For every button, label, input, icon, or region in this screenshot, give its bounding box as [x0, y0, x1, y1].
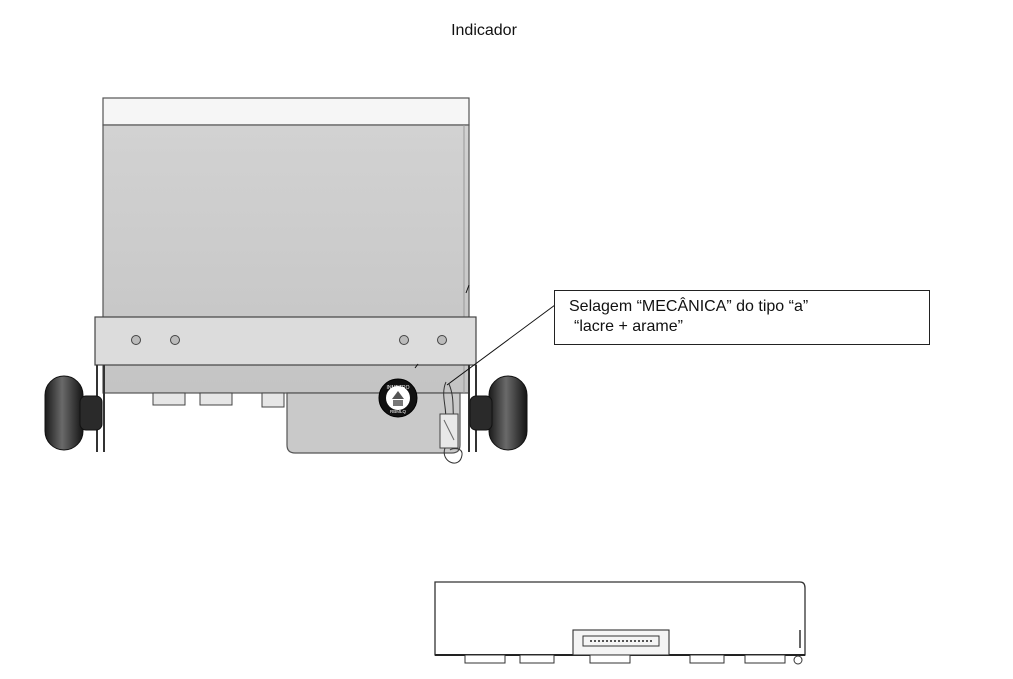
sealing-callout-box: Selagem “MECÂNICA” do tipo “a” “lacre + … — [554, 290, 930, 345]
lower-cover-plate — [286, 392, 461, 454]
callout-line-2: “lacre + arame” — [574, 318, 683, 335]
page-title: Indicador — [451, 22, 517, 39]
wire-and-lead-seal — [439, 381, 463, 464]
callout-line-1: Selagem “MECÂNICA” do tipo “a” — [569, 298, 809, 315]
left-knob — [44, 375, 103, 451]
metrology-seal: INMETRO RBMLQ — [378, 378, 418, 418]
side-view-drawing — [434, 581, 806, 665]
housing-top-cap — [102, 97, 470, 126]
seal-top-text: INMETRO — [386, 385, 409, 391]
callout-leader — [446, 304, 556, 386]
seal-bottom-text: RBMLQ — [390, 409, 407, 414]
cable-gland-3 — [261, 392, 285, 408]
mounting-bracket — [94, 316, 477, 366]
cable-gland-2 — [199, 392, 233, 406]
cable-gland-1 — [152, 392, 186, 406]
right-knob — [469, 375, 528, 451]
